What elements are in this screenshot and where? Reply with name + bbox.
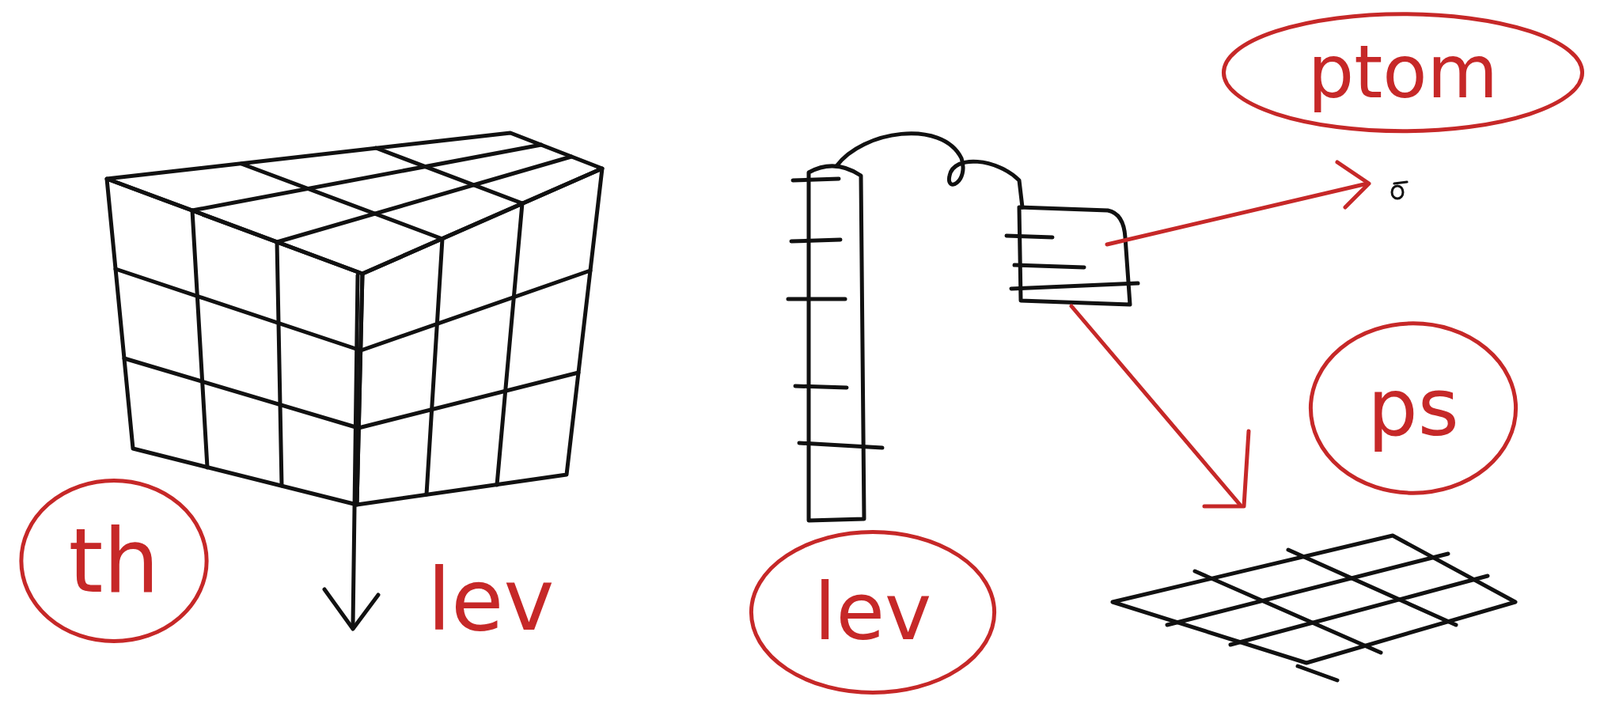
column-profile — [788, 133, 1023, 521]
surface-grid — [1112, 535, 1516, 681]
circled-term: ps — [1306, 318, 1521, 499]
term-text: ptom — [1308, 36, 1498, 110]
to-point-arrow — [1107, 162, 1369, 245]
circled-term: th — [17, 475, 211, 647]
axis-label: lev — [427, 557, 554, 644]
circled-term: lev — [746, 527, 1000, 698]
term-text: lev — [814, 572, 933, 653]
circled-term: ptom — [1216, 10, 1590, 135]
term-text: ps — [1367, 368, 1460, 448]
term-text: th — [68, 516, 160, 606]
point-symbol — [1391, 181, 1407, 199]
level-slice — [1006, 207, 1138, 305]
level-arrow — [324, 275, 379, 630]
to-surface-arrow — [1071, 306, 1249, 507]
